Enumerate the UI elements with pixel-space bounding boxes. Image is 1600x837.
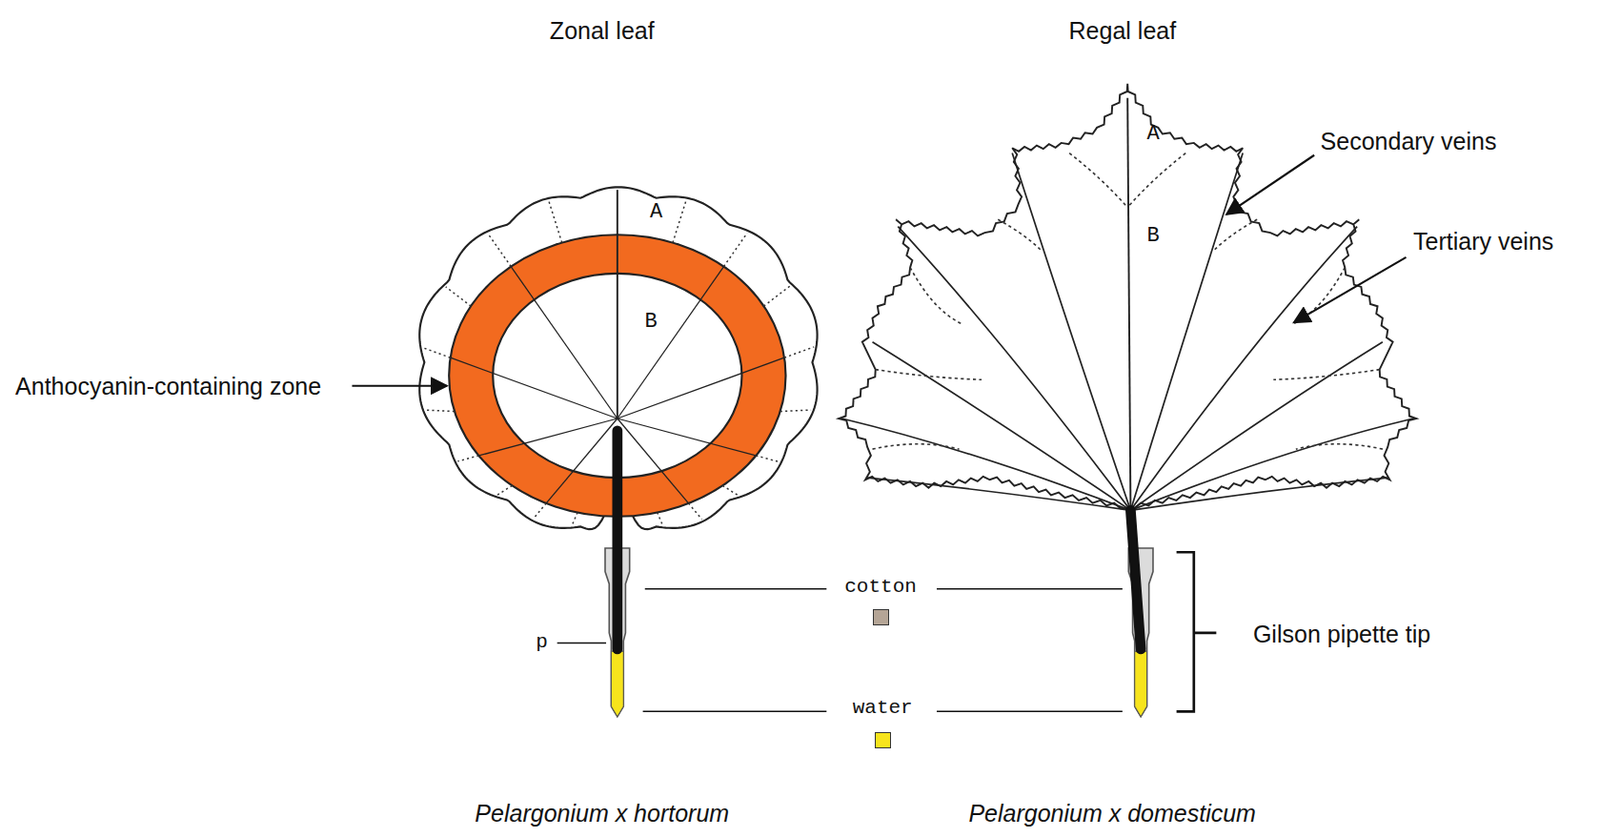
outer-vein [457, 455, 479, 462]
outer-vein [487, 233, 511, 266]
leader-line [643, 709, 828, 712]
minor-vein [763, 285, 790, 306]
secondary-vein [1130, 153, 1243, 511]
part-letter: B [1146, 222, 1159, 251]
legend-swatch [872, 608, 890, 626]
primary-vein [617, 418, 756, 456]
label: Regal leaf [1069, 15, 1177, 47]
leader-line [936, 709, 1123, 712]
legend-label: water [852, 694, 913, 721]
leader-lines [351, 155, 1406, 712]
water-fill [1134, 650, 1148, 717]
label: Zonal leaf [549, 15, 655, 47]
outer-vein [423, 347, 451, 359]
outer-vein [784, 346, 814, 358]
secondary-vein [1130, 477, 1388, 510]
midrib [1127, 98, 1131, 511]
species-name: Pelargonium x hortorum [474, 797, 730, 830]
tertiary-vein [1214, 219, 1257, 250]
outer-vein [688, 503, 702, 520]
minor-vein [571, 512, 578, 527]
petiole [1130, 509, 1141, 649]
bracket [1176, 551, 1217, 711]
zonal-leaf [419, 186, 817, 716]
species-name: Pelargonium x domesticum [968, 797, 1256, 830]
tertiary-vein [1128, 153, 1186, 207]
minor-vein [672, 200, 687, 243]
primary-vein [478, 418, 617, 456]
leader-line [936, 587, 1123, 590]
tertiary-vein [1296, 444, 1383, 449]
tertiary-vein [997, 219, 1041, 250]
part-letter: A [1146, 121, 1159, 149]
secondary-vein [872, 342, 1132, 511]
primary-vein [617, 266, 725, 419]
outer-vein [724, 232, 749, 266]
minor-vein [780, 409, 811, 411]
minor-vein [548, 200, 563, 243]
secondary-vein [1012, 153, 1131, 511]
label: Tertiary veins [1413, 224, 1554, 257]
tertiary-vein [1273, 369, 1379, 381]
part-letter: B [645, 308, 658, 337]
part-letter: A [649, 198, 663, 226]
tertiary-vein [910, 267, 964, 325]
secondary-vein [867, 477, 1131, 510]
secondary-vein [1130, 342, 1382, 511]
leader-arrow [351, 384, 447, 387]
part-letter: p [535, 628, 548, 655]
minor-vein [425, 409, 455, 411]
primary-vein [617, 357, 785, 419]
petiole [611, 430, 623, 649]
tertiary-vein [875, 369, 982, 381]
leader-line [645, 587, 828, 590]
label: Gilson pipette tip [1253, 618, 1431, 650]
outer-vein [755, 455, 779, 462]
leader-arrow [1294, 257, 1407, 324]
secondary-vein [1130, 418, 1414, 510]
minor-vein [496, 485, 512, 495]
secondary-vein [841, 418, 1131, 510]
tertiary-vein [1292, 267, 1346, 325]
tertiary-vein [1069, 153, 1127, 207]
outer-vein [533, 503, 547, 519]
leader-line [557, 642, 607, 645]
midrib [616, 189, 619, 419]
primary-vein [617, 418, 689, 504]
leader-arrow [1226, 155, 1315, 215]
tertiary-vein [872, 444, 960, 449]
minor-vein [722, 485, 738, 495]
primary-vein [450, 357, 618, 419]
minor-vein [657, 512, 664, 527]
label: Anthocyanin-containing zone [15, 370, 345, 403]
water-fill [610, 650, 624, 717]
legend-swatch [874, 731, 892, 749]
label: Secondary veins [1320, 125, 1498, 158]
primary-vein [546, 418, 618, 504]
secondary-vein [897, 226, 1131, 511]
minor-vein [445, 286, 471, 306]
legend-label: cotton [844, 573, 917, 600]
primary-vein [510, 266, 618, 419]
